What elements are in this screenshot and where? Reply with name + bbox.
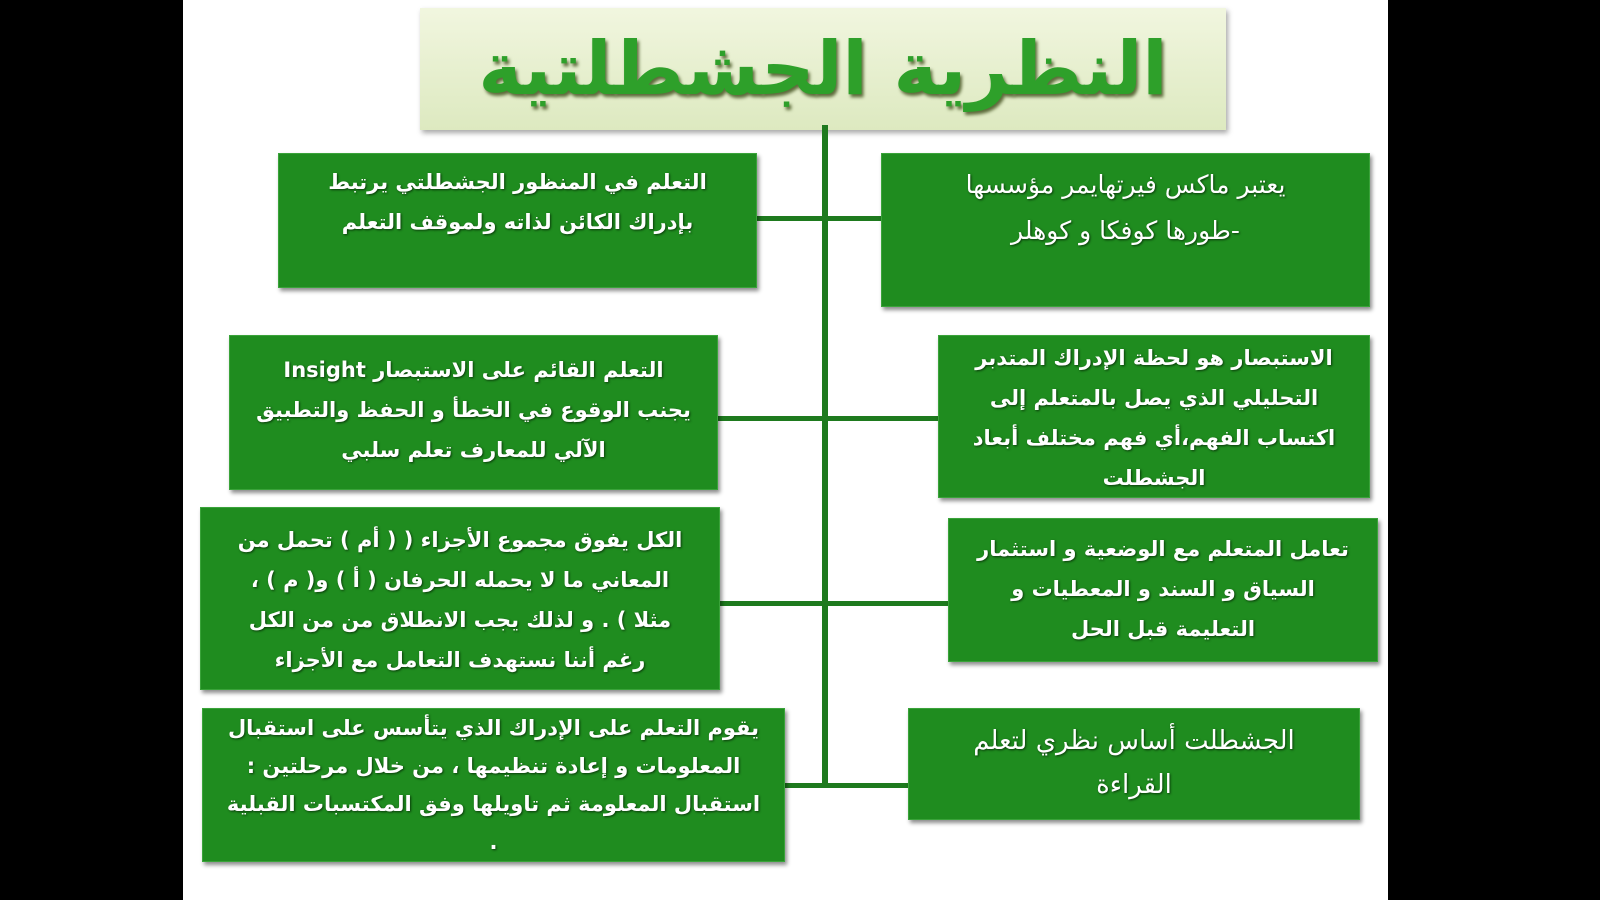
left-box-1: التعلم في المنظور الجشطلتي يرتبط بإدراك … (278, 153, 757, 288)
left-box-3: الكل يفوق مجموع الأجزاء ( ( أم ) تحمل من… (200, 507, 720, 690)
connector-row-4 (785, 783, 908, 788)
vertical-connector (822, 125, 828, 787)
right-box-4: الجشطلت أساس نظري لتعلم القراءة (908, 708, 1360, 820)
left-box-2: التعلم القائم على الاستبصار Insight يجنب… (229, 335, 718, 490)
connector-row-3 (720, 601, 948, 606)
right-box-2: الاستبصار هو لحظة الإدراك المتدبر التحلي… (938, 335, 1370, 498)
connector-row-1 (757, 216, 881, 221)
connector-row-2 (718, 416, 938, 421)
slide-title: النظرية الجشطلتية (478, 26, 1168, 112)
right-box-3: تعامل المتعلم مع الوضعية و استثمار السيا… (948, 518, 1378, 662)
left-box-4: يقوم التعلم على الإدراك الذي يتأسس على ا… (202, 708, 785, 862)
title-box: النظرية الجشطلتية (420, 8, 1226, 130)
right-box-1: يعتبر ماكس فيرتهايمر مؤسسها -طورها كوفكا… (881, 153, 1370, 307)
